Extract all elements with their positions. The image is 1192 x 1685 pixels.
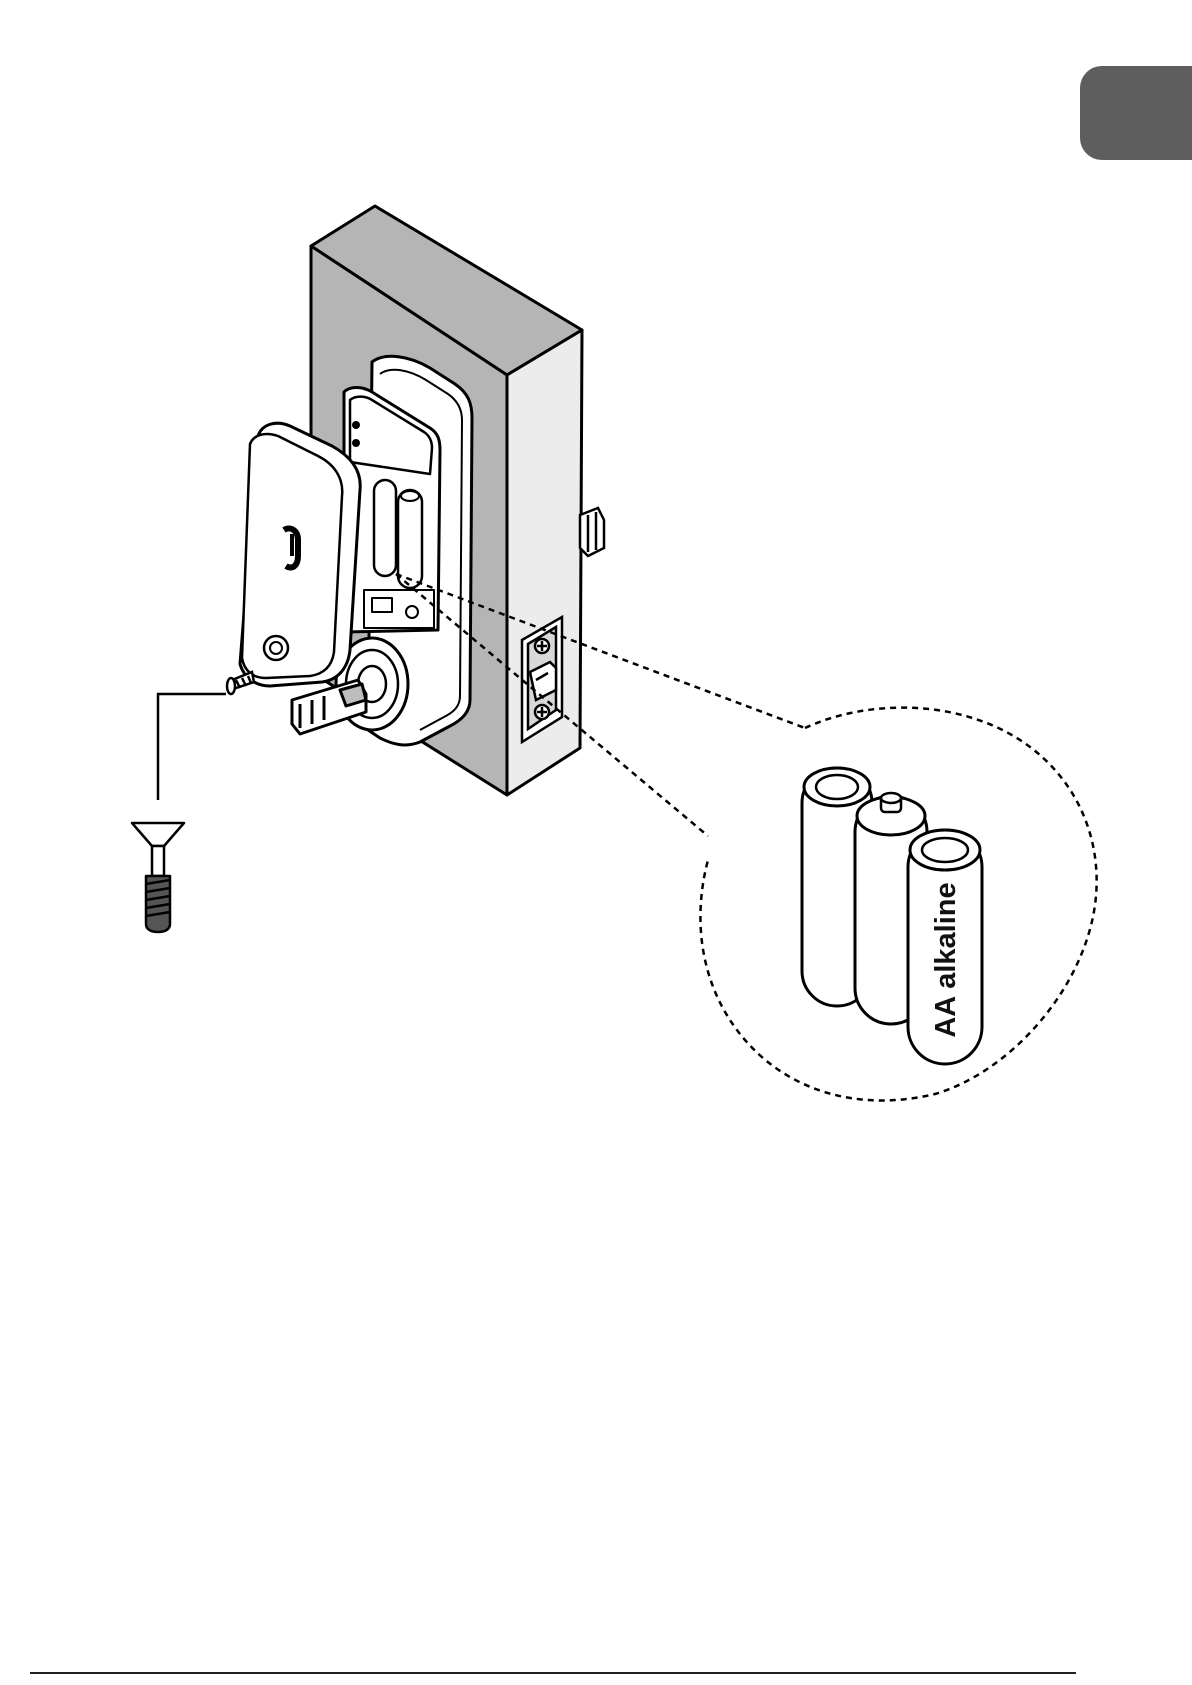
footer-rule — [30, 1672, 1076, 1674]
rear-lever-icon — [580, 508, 604, 556]
screw-detail-icon — [132, 823, 184, 932]
screw-leader-line — [158, 694, 226, 800]
screw-icon — [227, 672, 254, 694]
aa-batteries-icon: AA alkaline — [802, 768, 982, 1064]
battery-cover-icon — [240, 423, 360, 686]
battery-type-label: AA alkaline — [930, 882, 962, 1037]
